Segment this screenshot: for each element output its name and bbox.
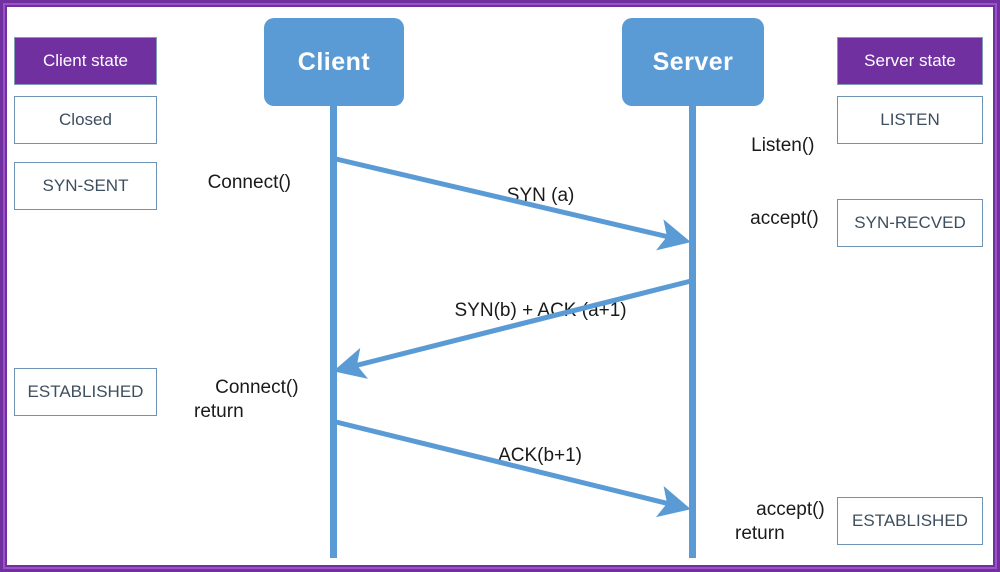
server-state-established: ESTABLISHED [837,497,983,545]
server-state-established-label: ESTABLISHED [852,511,968,530]
diagram-frame-inner [3,3,997,569]
participant-client-label: Client [297,47,371,76]
client-call-connect-return-label: Connect() return [194,376,299,422]
client-state-established-label: ESTABLISHED [27,382,144,401]
message-label-syn: SYN (a) [420,160,640,231]
client-state-header-label: Client state [42,51,129,70]
client-call-connect-return: Connect() return [194,352,324,447]
server-call-accept-return-label: accept() return [735,498,825,544]
server-state-header-label: Server state [864,51,956,70]
server-call-accept-label: accept() [750,207,819,229]
message-label-ack: ACK(b+1) [420,420,640,491]
server-state-listen-label: LISTEN [880,110,940,129]
server-call-accept: accept() [729,183,849,254]
message-label-syn-text: SYN (a) [506,184,575,206]
message-label-syn-ack-text: SYN(b) + ACK (a+1) [454,299,627,321]
client-call-connect-label: Connect() [207,171,291,193]
server-state-syn-recved: SYN-RECVED [837,199,983,247]
server-state-header: Server state [837,37,983,85]
server-call-listen: Listen() [730,110,850,181]
lifeline-server [689,106,696,558]
server-state-syn-recved-label: SYN-RECVED [854,213,966,232]
client-state-syn-sent: SYN-SENT [14,162,157,210]
lifeline-client [330,106,337,558]
participant-server-label: Server [652,47,734,76]
client-state-established: ESTABLISHED [14,368,157,416]
client-state-header: Client state [14,37,157,85]
server-call-accept-return: accept() return [735,474,855,569]
client-state-closed: Closed [14,96,157,144]
client-state-syn-sent-label: SYN-SENT [42,176,129,195]
message-label-syn-ack: SYN(b) + ACK (a+1) [400,275,660,346]
client-call-connect: Connect() [156,147,291,218]
server-call-listen-label: Listen() [751,134,815,156]
participant-client[interactable]: Client [264,18,404,106]
participant-server[interactable]: Server [622,18,764,106]
message-label-ack-text: ACK(b+1) [498,444,583,466]
client-state-closed-label: Closed [59,110,112,129]
server-state-listen: LISTEN [837,96,983,144]
